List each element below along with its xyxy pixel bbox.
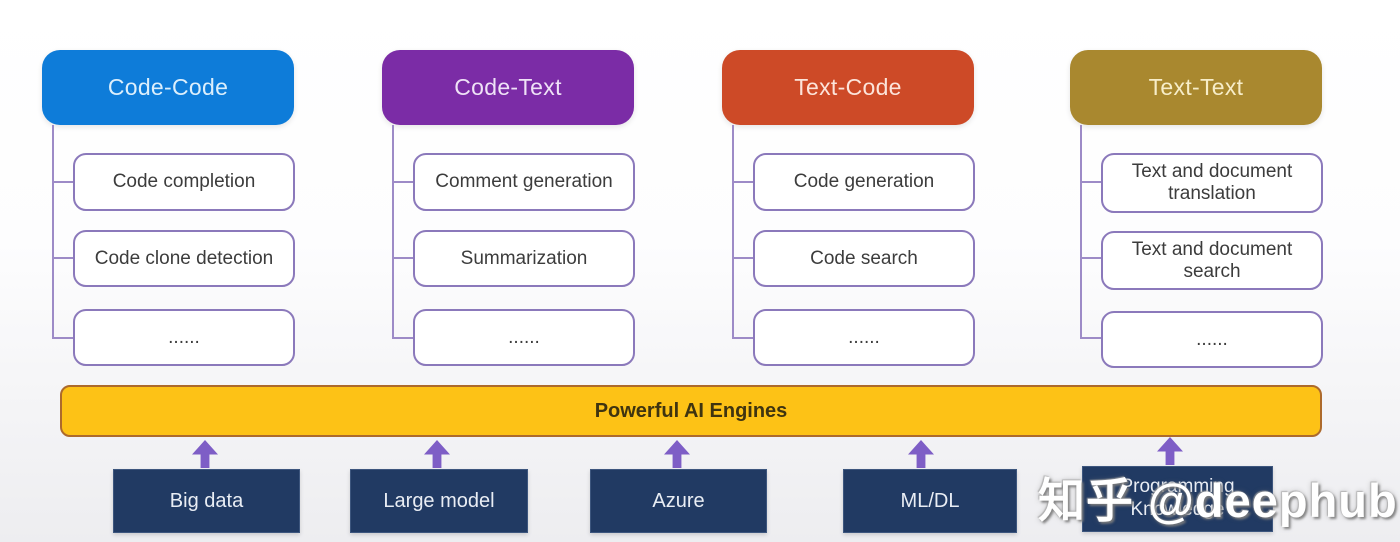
task-box-text-document-translation: Text and document translation — [1101, 153, 1323, 213]
category-header-text-text: Text-Text — [1070, 50, 1322, 125]
task-box-ellipsis: ...... — [753, 309, 975, 366]
task-box-text-document-search: Text and document search — [1101, 231, 1323, 290]
connector-stub — [52, 337, 74, 339]
up-arrow-icon — [664, 440, 690, 468]
category-header-code-code: Code-Code — [42, 50, 294, 125]
task-box-code-search: Code search — [753, 230, 975, 287]
up-arrow-icon — [1157, 437, 1183, 465]
up-arrow-icon — [192, 440, 218, 468]
foundation-box-big-data: Big data — [113, 469, 300, 533]
connector-stub — [392, 257, 414, 259]
connector-stub — [1080, 337, 1102, 339]
ai-engines-bar: Powerful AI Engines — [60, 385, 1322, 437]
connector-line — [1080, 125, 1082, 339]
task-box-code-clone-detection: Code clone detection — [73, 230, 295, 287]
up-arrow-icon — [908, 440, 934, 468]
task-box-ellipsis: ...... — [413, 309, 635, 366]
task-box-code-completion: Code completion — [73, 153, 295, 211]
connector-stub — [732, 181, 754, 183]
connector-stub — [52, 257, 74, 259]
connector-stub — [52, 181, 74, 183]
connector-line — [52, 125, 54, 339]
up-arrow-icon — [424, 440, 450, 468]
category-header-code-text: Code-Text — [382, 50, 634, 125]
task-box-ellipsis: ...... — [73, 309, 295, 366]
foundation-box-ml-dl: ML/DL — [843, 469, 1017, 533]
task-box-code-generation: Code generation — [753, 153, 975, 211]
task-box-comment-generation: Comment generation — [413, 153, 635, 211]
connector-stub — [1080, 181, 1102, 183]
connector-line — [732, 125, 734, 339]
task-box-summarization: Summarization — [413, 230, 635, 287]
connector-stub — [732, 337, 754, 339]
connector-stub — [392, 181, 414, 183]
task-box-ellipsis: ...... — [1101, 311, 1323, 368]
foundation-box-large-model: Large model — [350, 469, 528, 533]
foundation-box-programming-knowledge: Programming Knowledge — [1082, 466, 1273, 532]
connector-line — [392, 125, 394, 339]
connector-stub — [732, 257, 754, 259]
connector-stub — [1080, 257, 1102, 259]
category-header-text-code: Text-Code — [722, 50, 974, 125]
foundation-box-azure: Azure — [590, 469, 767, 533]
connector-stub — [392, 337, 414, 339]
zhihu-watermark: 知乎 @deephub — [1038, 474, 1398, 527]
